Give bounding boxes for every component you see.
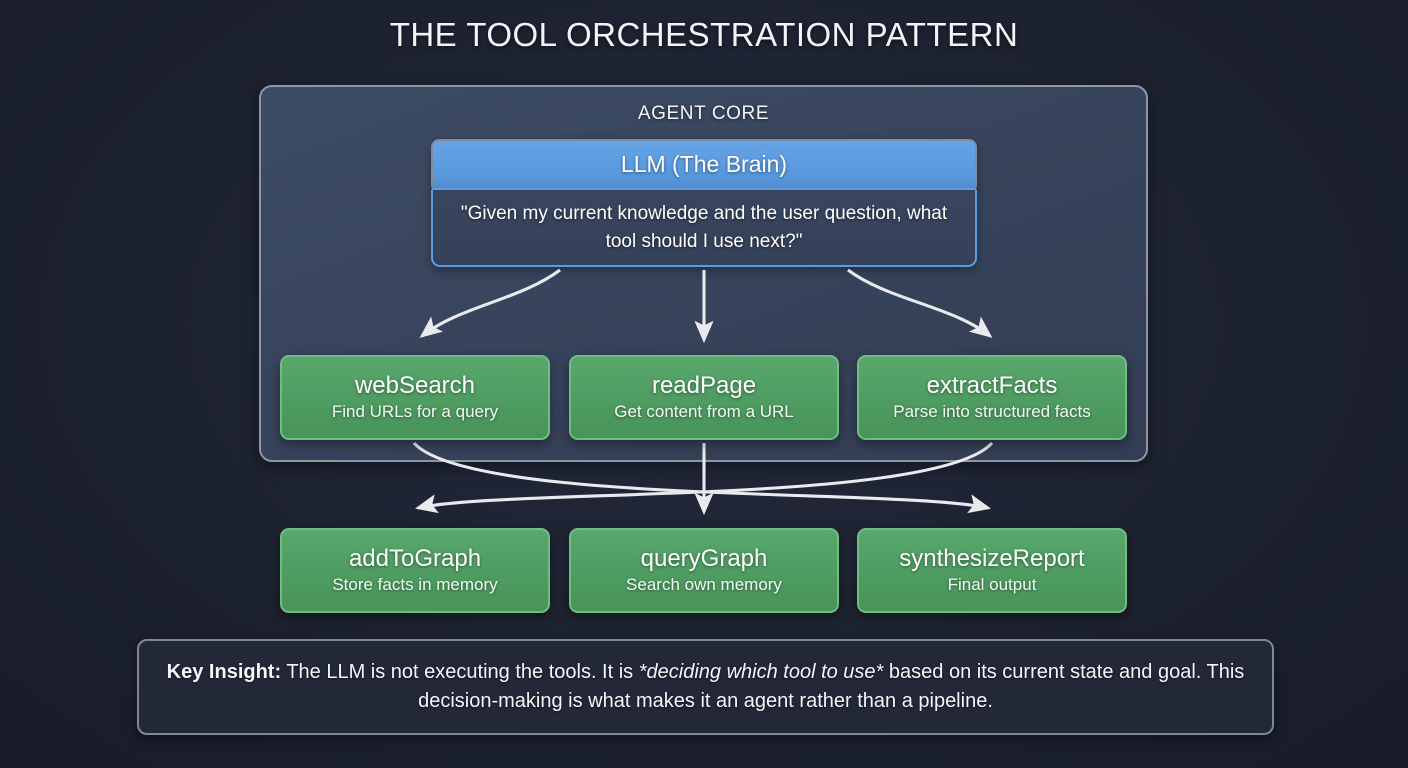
- llm-header: LLM (The Brain): [431, 139, 977, 189]
- tool-box-synthesizereport[interactable]: synthesizeReport Final output: [857, 528, 1127, 613]
- tool-description: Final output: [947, 574, 1037, 594]
- tool-name: readPage: [651, 371, 757, 399]
- tool-name: webSearch: [354, 371, 476, 399]
- tool-name: extractFacts: [926, 371, 1058, 399]
- tool-description: Store facts in memory: [332, 574, 498, 594]
- tool-description: Search own memory: [626, 574, 782, 594]
- key-insight-text: Key Insight: The LLM is not executing th…: [161, 658, 1250, 716]
- tool-box-extractfacts[interactable]: extractFacts Parse into structured facts: [857, 355, 1127, 440]
- agent-core-label: AGENT CORE: [637, 103, 770, 124]
- page-title: THE TOOL ORCHESTRATION PATTERN: [389, 16, 1019, 53]
- llm-block: LLM (The Brain) "Given my current knowle…: [431, 139, 977, 267]
- tool-name: synthesizeReport: [899, 544, 1085, 572]
- tool-box-addtograph[interactable]: addToGraph Store facts in memory: [280, 528, 550, 613]
- tool-description: Get content from a URL: [614, 401, 794, 421]
- llm-prompt-text: "Given my current knowledge and the user…: [431, 188, 977, 267]
- tool-description: Find URLs for a query: [331, 401, 499, 421]
- key-insight-label: Key Insight:: [166, 661, 282, 684]
- tool-name: addToGraph: [348, 544, 482, 572]
- tool-description: Parse into structured facts: [893, 401, 1091, 421]
- key-insight-emphasis: *deciding which tool to use*: [638, 661, 884, 684]
- key-insight-before: The LLM is not executing the tools. It i…: [281, 661, 639, 684]
- tool-box-querygraph[interactable]: queryGraph Search own memory: [569, 528, 839, 613]
- tool-box-readpage[interactable]: readPage Get content from a URL: [569, 355, 839, 440]
- tool-box-websearch[interactable]: webSearch Find URLs for a query: [280, 355, 550, 440]
- tool-name: queryGraph: [640, 544, 768, 572]
- key-insight-box: Key Insight: The LLM is not executing th…: [137, 639, 1274, 735]
- key-insight-after: based on its current state and goal. Thi…: [418, 661, 1245, 712]
